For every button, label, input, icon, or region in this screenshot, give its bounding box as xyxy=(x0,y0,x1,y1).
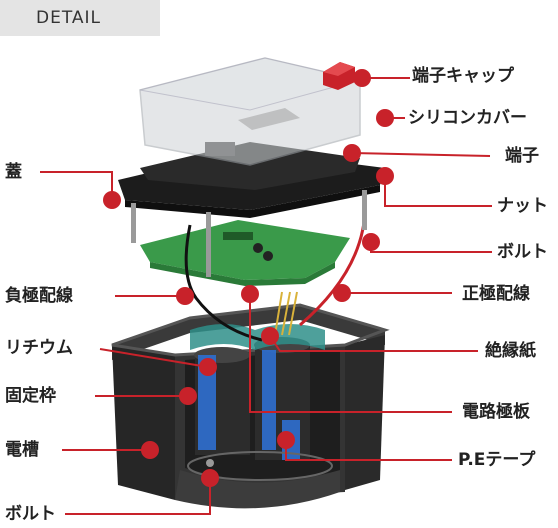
label-positive-wiring: 正極配線 xyxy=(462,284,530,304)
label-terminal-cap: 端子キャップ xyxy=(412,66,514,86)
label-circuit-board: 電路極板 xyxy=(462,402,530,422)
label-bolt-right: ボルト xyxy=(497,242,548,262)
label-lid: 蓋 xyxy=(5,162,22,182)
label-nut: ナット xyxy=(497,196,548,216)
label-silicone-cover: シリコンカバー xyxy=(408,108,527,128)
callout-dots xyxy=(103,69,394,487)
detail-tab-label: DETAIL xyxy=(36,8,102,28)
circuit-board-illustration xyxy=(140,220,350,286)
label-battery-case: 電槽 xyxy=(5,440,39,460)
label-bolt-bottom: ボルト xyxy=(5,504,56,524)
label-lithium: リチウム xyxy=(5,338,73,358)
label-negative-wiring: 負極配線 xyxy=(5,286,73,306)
detail-tab: DETAIL xyxy=(0,0,160,36)
terminal-cap-illustration xyxy=(323,62,355,90)
label-terminal: 端子 xyxy=(505,146,539,166)
label-insulating-paper: 絶縁紙 xyxy=(485,341,536,361)
label-fixing-frame: 固定枠 xyxy=(5,386,56,406)
silicone-cover-illustration xyxy=(139,57,361,166)
label-pe-tape: P.Eテープ xyxy=(458,450,536,470)
